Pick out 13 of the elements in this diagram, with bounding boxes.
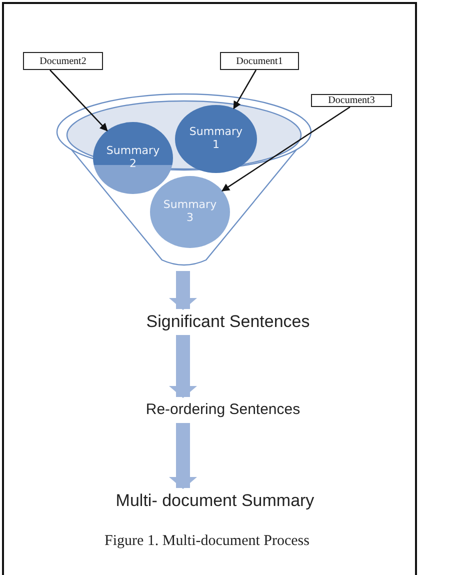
leader-arrow (233, 70, 257, 110)
step-label: Re-ordering Sentences (120, 398, 326, 422)
figure-caption: Figure 1. Multi-document Process (104, 533, 310, 550)
step-label: Significant Sentences (120, 310, 336, 334)
leader-arrow (50, 70, 108, 132)
block-arrow (169, 335, 197, 398)
block-arrow (169, 423, 197, 489)
leader-arrow (221, 106, 350, 192)
document-box: Document2 (23, 52, 103, 70)
block-arrow (169, 271, 197, 310)
step-label: Multi- document Summary (90, 489, 340, 513)
document-box: Document3 (311, 94, 392, 107)
document-box: Document1 (220, 52, 299, 70)
